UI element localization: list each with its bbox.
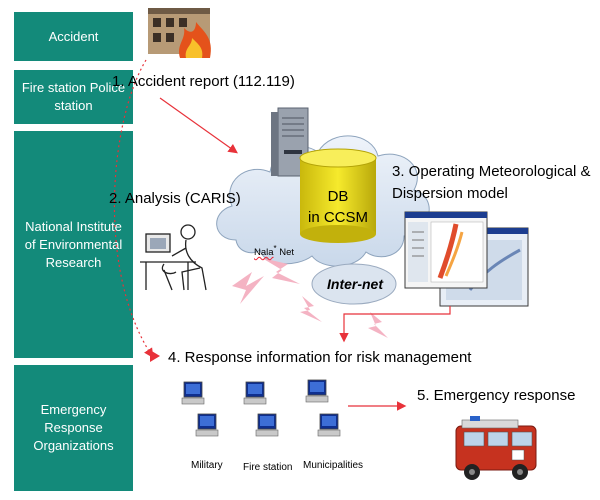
lane-fire-police: Fire station Police station <box>14 70 133 124</box>
step-response-information: 4. Response information for risk managem… <box>168 349 472 366</box>
org-fire-station-label: Fire station <box>243 462 293 473</box>
step-analysis: 2. Analysis (CARIS) <box>109 190 241 207</box>
dotted-flow-arrow <box>113 59 154 359</box>
org-military-label: Military <box>191 460 223 471</box>
lane-nier: National Institute of Environmental Rese… <box>14 131 133 358</box>
server-icon <box>271 107 309 177</box>
step-emergency-response: 5. Emergency response <box>417 387 576 404</box>
nala-net-sup: * <box>273 244 277 253</box>
nala-net-label: Nala* Net <box>254 244 294 258</box>
database-label-line1: DB <box>327 188 349 205</box>
lane-emergency-orgs: Emergency Response Organizations <box>14 365 133 491</box>
internet-label: Inter-net <box>327 276 383 292</box>
lane-fire-police-label: Fire station Police station <box>21 80 126 113</box>
step-meteorological-model: 3. Operating Meteorological & Dispersion… <box>392 163 591 202</box>
nala-net-name: Nala <box>254 247 274 259</box>
model-screenshot-icon <box>404 211 529 307</box>
internet-ellipse <box>311 263 397 305</box>
lane-accident: Accident <box>14 12 133 61</box>
model-to-response-arrow <box>339 306 451 343</box>
database-label: DB in CCSM <box>300 186 376 228</box>
burning-building-icon <box>148 8 211 58</box>
lane-accident-label: Accident <box>48 28 99 44</box>
report-arrow <box>159 97 238 154</box>
lightning-icon <box>232 258 388 338</box>
database-icon <box>299 148 377 243</box>
computer-terminal-icon <box>181 379 341 437</box>
org-municipalities-label: Municipalities <box>303 460 364 471</box>
lane-nier-label: National Institute of Environmental Rese… <box>24 218 123 270</box>
lane-emergency-orgs-label: Emergency Response Organizations <box>33 402 114 453</box>
fire-truck-icon <box>455 416 537 480</box>
database-label-line2: in CCSM <box>307 209 368 226</box>
step-accident-report: 1. Accident report (112.119) <box>112 73 295 90</box>
person-at-computer-icon <box>140 224 207 291</box>
nala-net-suffix: Net <box>276 247 295 259</box>
step4-arrowhead <box>150 350 160 362</box>
